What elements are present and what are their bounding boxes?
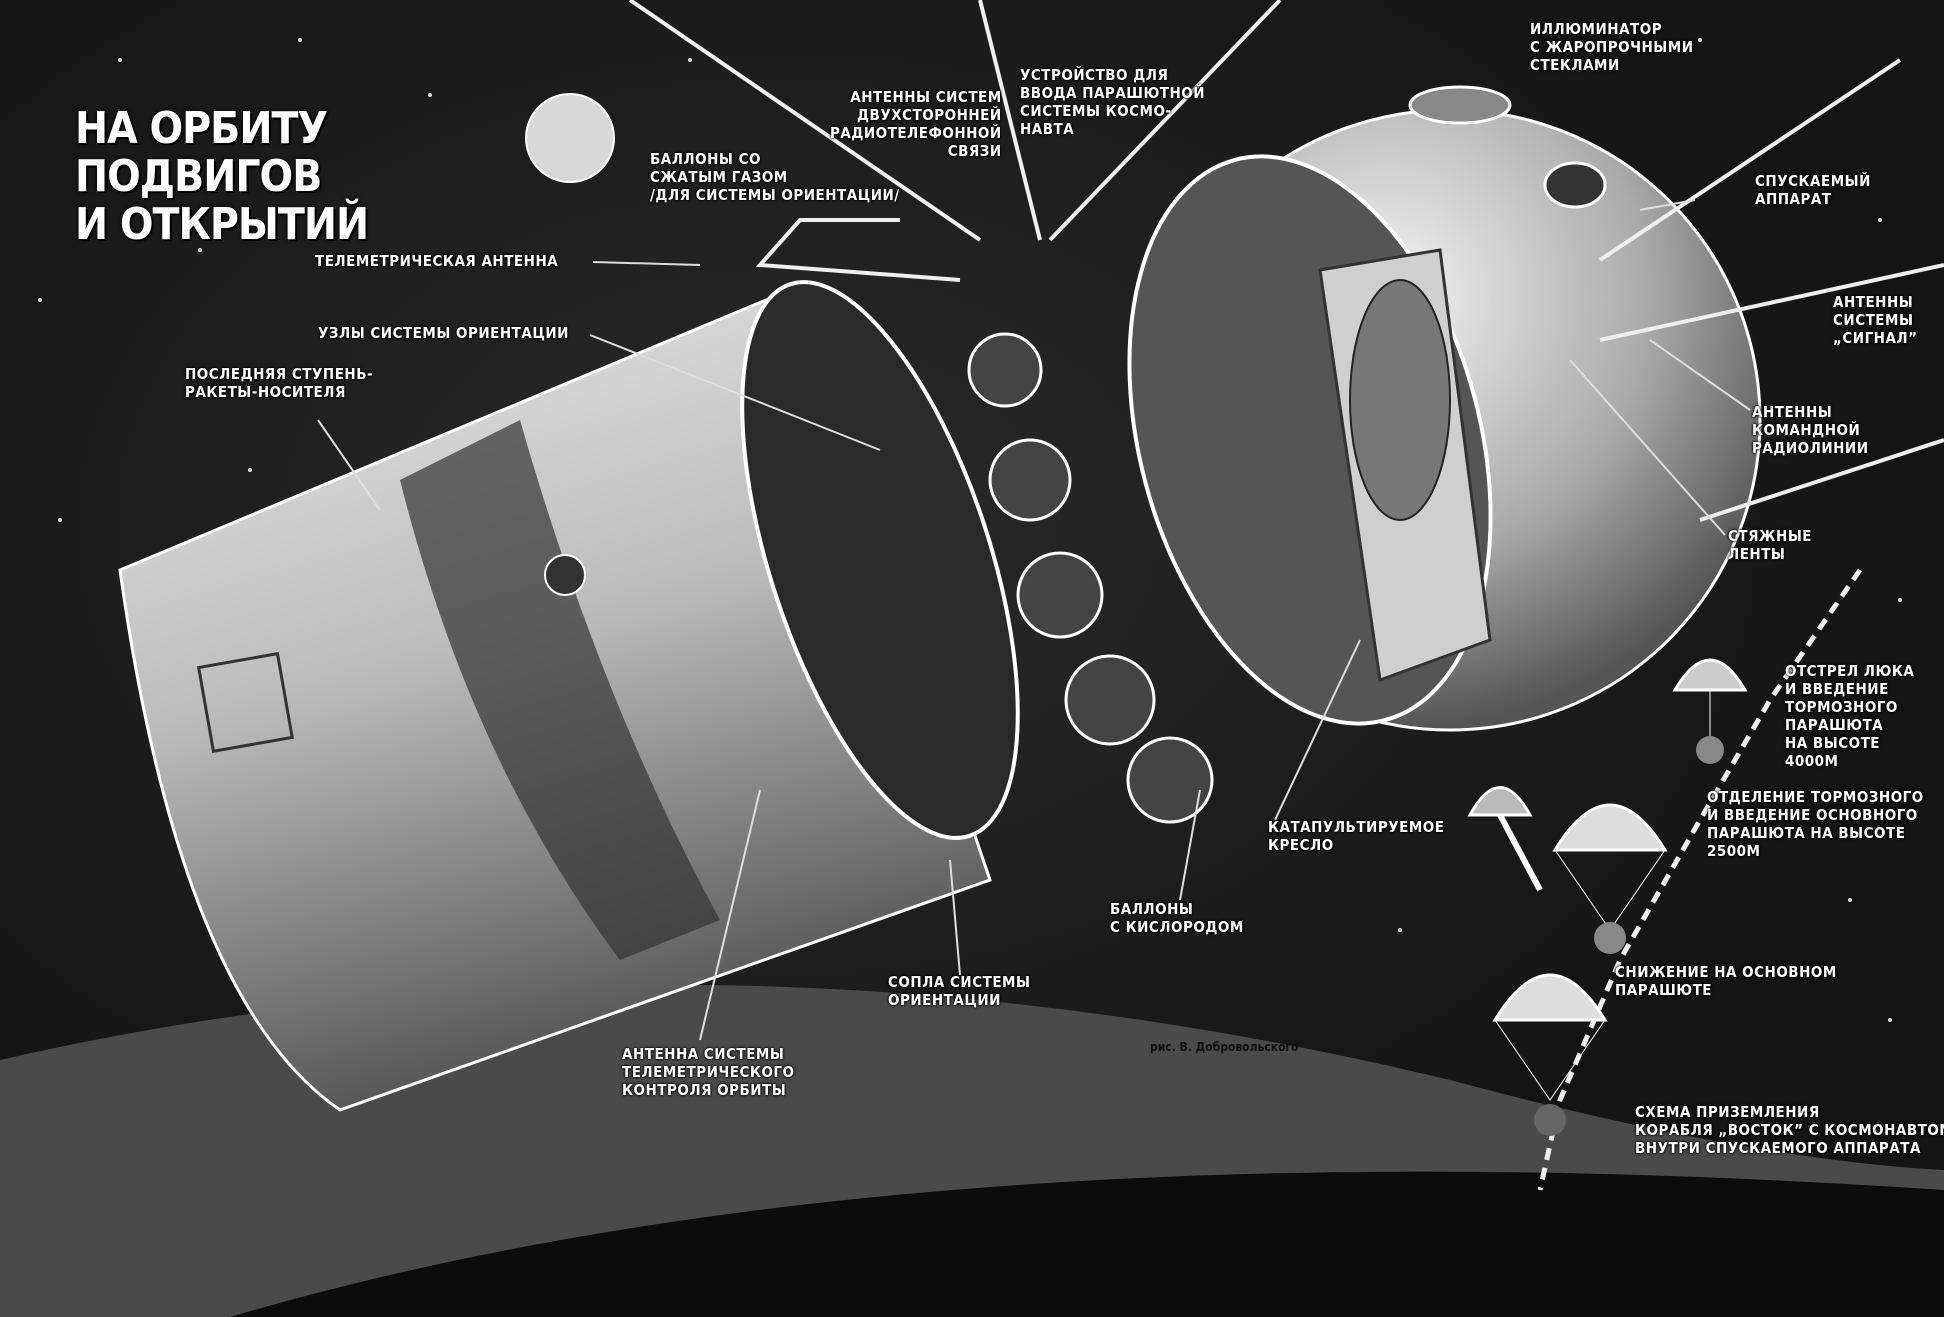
label-line: БАЛЛОНЫ: [1110, 900, 1194, 918]
parachute-detached: [1467, 786, 1543, 892]
label-line: ЛЕНТЫ: [1728, 545, 1786, 563]
label-line: РАДИОТЕЛЕФОННОЙ: [830, 124, 1002, 142]
stars: [38, 38, 1902, 1022]
label-line: КОМАНДНОЙ: [1752, 421, 1861, 439]
title-line: ПОДВИГОВ: [75, 151, 322, 202]
label-line: И ВВЕДЕНИЕ ОСНОВНОГО: [1707, 806, 1918, 824]
label-line: СОПЛА СИСТЕМЫ: [888, 973, 1031, 991]
label-line: КОРАБЛЯ „ВОСТОК” С КОСМОНАВТОМ: [1635, 1121, 1944, 1139]
label-line: ТЕЛЕМЕТРИЧЕСКОГО: [622, 1063, 795, 1081]
label-line: КОНТРОЛЯ ОРБИТЫ: [622, 1081, 787, 1099]
label-line: ДВУХСТОРОННЕЙ: [857, 106, 1002, 124]
label-line: ПАРАШЮТА: [1785, 716, 1884, 734]
instrument-compartment: [740, 280, 1020, 840]
label-line: ВВОДА ПАРАШЮТНОЙ: [1020, 84, 1206, 102]
label-line: СВЯЗИ: [947, 142, 1002, 160]
label-line: УСТРОЙСТВО ДЛЯ: [1020, 66, 1169, 84]
label-line: КРЕСЛО: [1268, 836, 1334, 854]
label-line: И ВВЕДЕНИЕ: [1785, 680, 1889, 698]
label-last-stage: ПОСЛЕДНЯЯ СТУПЕНЬ-РАКЕТЫ-НОСИТЕЛЯ: [185, 365, 373, 401]
poster-title: НА ОРБИТУ ПОДВИГОВ И ОТКРЫТИЙ: [75, 103, 369, 250]
label-line: РАКЕТЫ-НОСИТЕЛЯ: [185, 383, 346, 401]
label-line: АНТЕННЫ: [1833, 293, 1914, 311]
label-line: АНТЕННЫ СИСТЕМ: [850, 88, 1002, 106]
parachute-main-2: [1492, 973, 1608, 1136]
label-line: АНТЕННА СИСТЕМЫ: [622, 1045, 785, 1063]
label-line: 4000м: [1785, 752, 1839, 770]
label-line: СИСТЕМЫ: [1833, 311, 1914, 329]
label-line: СТЕКЛАМИ: [1530, 56, 1620, 74]
label-line: ПАРАШЮТА НА ВЫСОТЕ: [1707, 824, 1906, 842]
label-line: РАДИОЛИНИИ: [1752, 439, 1869, 457]
label-orientation-units: УЗЛЫ СИСТЕМЫ ОРИЕНТАЦИИ: [318, 324, 569, 342]
artist-credit: рис. В. Добровольского: [1150, 1040, 1299, 1054]
parachute-drogue: [1672, 658, 1748, 764]
label-line: ПОСЛЕДНЯЯ СТУПЕНЬ-: [185, 365, 374, 383]
moon: [525, 93, 615, 183]
label-line: СТЯЖНЫЕ: [1728, 527, 1813, 545]
porthole: [1543, 161, 1607, 209]
label-line: ОТДЕЛЕНИЕ ТОРМОЗНОГО: [1707, 788, 1924, 806]
label-line: НАВТА: [1020, 120, 1075, 138]
title-line: НА ОРБИТУ: [75, 103, 328, 154]
leader-lines: [317, 199, 1751, 1041]
title-line: И ОТКРЫТИЙ: [75, 199, 369, 250]
label-line: ОТСТРЕЛ ЛЮКА: [1785, 662, 1915, 680]
label-line: СХЕМА ПРИЗЕМЛЕНИЯ: [1635, 1103, 1820, 1121]
label-line: СИСТЕМЫ КОСМО-: [1020, 102, 1172, 120]
label-line: 2500м: [1707, 842, 1761, 860]
label-line: СПУСКАЕМЫЙ: [1755, 172, 1871, 190]
cosmonaut: [1349, 279, 1451, 521]
oxygen-cylinders: [967, 332, 1214, 824]
label-line: ИЛЛЮМИНАТОР: [1530, 20, 1663, 38]
label-line: С ЖАРОПРОЧНЫМИ: [1530, 38, 1694, 56]
label-line: СНИЖЕНИЕ НА ОСНОВНОМ: [1615, 963, 1837, 981]
label-line: С КИСЛОРОДОМ: [1110, 918, 1244, 936]
label-line: /ДЛЯ СИСТЕМЫ ОРИЕНТАЦИИ/: [650, 186, 900, 204]
label-line: ПАРАШЮТЕ: [1615, 981, 1713, 999]
antennas: [628, 0, 1944, 522]
parachute-main-1: [1552, 803, 1668, 954]
label-line: КАТАПУЛЬТИРУЕМОЕ: [1268, 818, 1445, 836]
label-line: АППАРАТ: [1755, 190, 1832, 208]
label-line: СЖАТЫМ ГАЗОМ: [650, 168, 788, 186]
label-line: „СИГНАЛ”: [1833, 329, 1918, 347]
label-line: НА ВЫСОТЕ: [1785, 734, 1880, 752]
label-line: БАЛЛОНЫ СО: [650, 150, 761, 168]
label-telemetry-antenna: ТЕЛЕМЕТРИЧЕСКАЯ АНТЕННА: [315, 252, 558, 270]
label-line: УЗЛЫ СИСТЕМЫ ОРИЕНТАЦИИ: [318, 324, 569, 342]
label-line: ТОРМОЗНОГО: [1785, 698, 1898, 716]
label-line: АНТЕННЫ: [1752, 403, 1833, 421]
label-line: ТЕЛЕМЕТРИЧЕСКАЯ АНТЕННА: [315, 252, 559, 270]
label-line: ВНУТРИ СПУСКАЕМОГО АППАРАТА: [1635, 1139, 1921, 1157]
label-line: ОРИЕНТАЦИИ: [888, 991, 1001, 1009]
